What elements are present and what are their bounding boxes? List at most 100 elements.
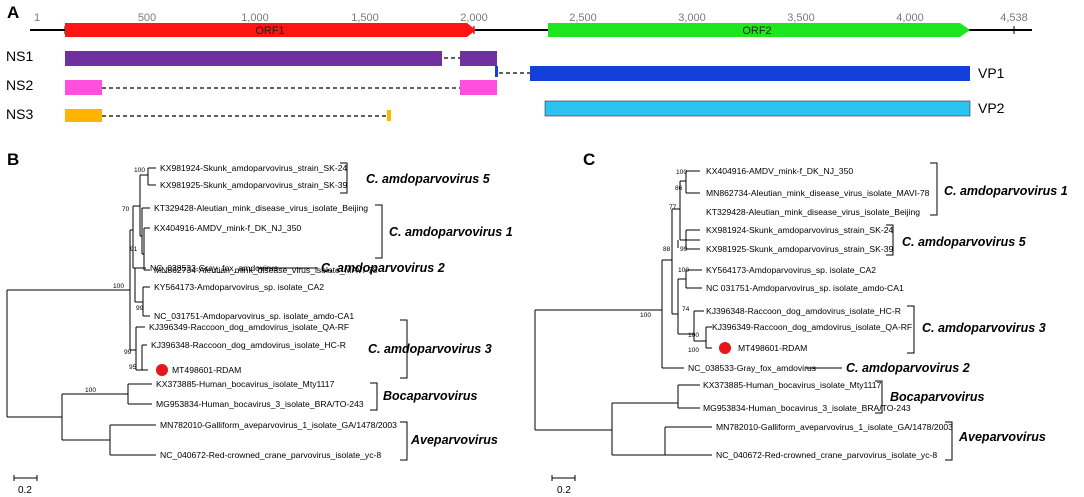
ns2-label: NS2	[6, 77, 33, 93]
leaf-label: MN862734-Aleutian_mink_disease_virus_iso…	[154, 265, 378, 275]
vp1-exon-1	[495, 66, 498, 77]
bootstrap-value: 99	[680, 246, 688, 253]
ns3-exon-2	[387, 110, 391, 121]
axis-tick-label: 1	[34, 12, 40, 24]
leaf-label: NC_038533-Gray_fox_amdovirus	[688, 363, 816, 373]
scale-bar-label: 0.2	[18, 485, 32, 496]
bootstrap-value: 91	[130, 246, 138, 253]
bootstrap-value: 88	[663, 246, 671, 253]
leaf-label: MT498601-RDAM	[738, 343, 807, 353]
leaf-label: KX981924-Skunk_amdoparvovirus_strain_SK-…	[160, 163, 347, 173]
clade-bracket	[930, 162, 938, 216]
leaf-label: KJ396349-Raccoon_dog_amdovirus_isolate_Q…	[149, 322, 349, 332]
tree-b-branches	[6, 167, 156, 456]
ns1-label: NS1	[6, 48, 33, 64]
leaf-label: KX981924-Skunk_amdoparvovirus_strain_SK-…	[706, 225, 893, 235]
panel-b-label: B	[7, 150, 19, 169]
panel-b: B	[6, 150, 513, 496]
orf2-arrow	[548, 23, 970, 37]
clade-bracket	[945, 421, 953, 461]
orf1-arrow	[65, 23, 476, 37]
bootstrap-value: 74	[682, 306, 690, 313]
bootstrap-value: 99	[124, 349, 132, 356]
clade-bracket	[886, 224, 894, 256]
tree-b-leaves: KX981924-Skunk_amdoparvovirus_strain_SK-…	[149, 163, 397, 460]
bootstrap-value: 100	[676, 169, 687, 176]
clade-label: C. amdoparvovirus 3	[368, 342, 492, 356]
tree-b-clade-brackets	[340, 162, 408, 461]
clade-bracket	[907, 305, 915, 354]
axis-tick-label: 2,000	[460, 12, 488, 24]
bootstrap-value: 100	[134, 167, 145, 174]
tree-c-branches	[534, 170, 712, 456]
clade-label: Aveparvovirus	[958, 430, 1046, 444]
bootstrap-value: 70	[122, 206, 130, 213]
bootstrap-value: 86	[675, 185, 683, 192]
ns3-exon-1	[65, 109, 102, 122]
leaf-label: MG953834-Human_bocavirus_3_isolate_BRA/T…	[703, 403, 911, 413]
highlight-marker	[156, 364, 168, 376]
leaf-label: KX373885-Human_bocavirus_isolate_Mty1117	[703, 380, 882, 390]
axis-tick-label: 2,500	[569, 12, 597, 24]
panel-c-label: C	[583, 150, 595, 169]
leaf-label: KY564173-Amdoparvovirus_sp. isolate_CA2	[706, 265, 876, 275]
leaf-label: KT329428-Aleutian_mink_disease_virus_iso…	[154, 203, 368, 213]
bootstrap-value: 77	[669, 204, 677, 211]
panel-a-label: A	[7, 3, 19, 22]
leaf-label: MN782010-Galliform_aveparvovirus_1_isola…	[716, 422, 953, 432]
clade-label: C. amdoparvovirus 5	[366, 172, 491, 186]
ns3-label: NS3	[6, 106, 33, 122]
axis-tick-label: 1,500	[351, 12, 379, 24]
ns1-exon-1	[65, 51, 442, 66]
ns1-exon-2	[460, 51, 497, 66]
leaf-label: KX981925-Skunk_amdoparvovirus_strain_SK-…	[706, 244, 893, 254]
bootstrap-value: 99	[136, 305, 144, 312]
tree-c-bootstraps: 100 86 77 99 88 100 74 100 100 100	[640, 169, 699, 354]
clade-label: C. amdoparvovirus 3	[922, 321, 1046, 335]
leaf-label: NC_031751-Amdoparvovirus_sp. isolate_amd…	[154, 311, 354, 321]
leaf-label: KX404916-AMDV_mink-f_DK_NJ_350	[706, 166, 853, 176]
axis-tick-label: 4,000	[896, 12, 924, 24]
ns2-exon-1	[65, 80, 102, 95]
vp1-label: VP1	[978, 65, 1005, 81]
clade-bracket	[370, 382, 378, 411]
orf1-label: ORF1	[255, 25, 284, 37]
leaf-label: NC 031751-Amdoparvovirus_sp. isolate_amd…	[706, 283, 904, 293]
tree-b-bootstraps: 100 70 91 100 99 99 95 100	[85, 167, 145, 394]
vp1-exon-2	[530, 66, 970, 81]
leaf-label: KJ396348-Raccoon_dog_amdovirus_isolate_H…	[151, 340, 346, 350]
clade-bracket	[400, 319, 408, 379]
panel-a: A 1 500 1,000 1,500 2,000 2,500 3,000 3,…	[6, 3, 1032, 122]
leaf-label: MT498601-RDAM	[172, 365, 241, 375]
bootstrap-value: 100	[688, 332, 699, 339]
leaf-label: KY564173-Amdoparvovirus_sp. isolate_CA2	[154, 282, 324, 292]
bootstrap-value: 100	[678, 267, 689, 274]
clade-label: C. amdoparvovirus 5	[902, 235, 1027, 249]
bootstrap-value: 100	[688, 347, 699, 354]
vp2-label: VP2	[978, 100, 1005, 116]
clade-bracket	[400, 421, 408, 461]
clade-label: C. amdoparvovirus 2	[321, 261, 445, 275]
leaf-label: KX404916-AMDV_mink-f_DK_NJ_350	[154, 223, 301, 233]
bootstrap-value: 95	[129, 364, 137, 371]
axis-tick-label: 3,000	[678, 12, 706, 24]
clade-bracket	[875, 380, 883, 414]
leaf-label: MN782010-Galliform_aveparvovirus_1_isola…	[160, 420, 397, 430]
axis-tick-label: 500	[138, 12, 156, 24]
leaf-label: KJ396349-Raccoon_dog_amdovirus_isolate_Q…	[712, 322, 912, 332]
leaf-label: KX373885-Human_bocavirus_isolate_Mty1117	[156, 379, 335, 389]
clade-bracket	[375, 204, 383, 259]
clade-label: C. amdoparvovirus 1	[944, 184, 1068, 198]
ns2-exon-2	[460, 80, 497, 95]
leaf-label: KJ396348-Raccoon_dog_amdovirus_isolate_H…	[706, 306, 901, 316]
bootstrap-value: 100	[85, 387, 96, 394]
clade-label: Bocaparvovirus	[890, 390, 985, 404]
clade-label: Bocaparvovirus	[383, 389, 478, 403]
leaf-label: KT329428-Aleutian_mink_disease_virus_iso…	[706, 207, 920, 217]
clade-bracket	[340, 162, 348, 194]
panel-c: C	[534, 150, 1068, 496]
leaf-label: KX981925-Skunk_amdoparvovirus_strain_SK-…	[160, 180, 347, 190]
orf2-label: ORF2	[742, 25, 771, 37]
leaf-label: NC_038533-Gray_fox_amdovirus	[150, 263, 278, 273]
